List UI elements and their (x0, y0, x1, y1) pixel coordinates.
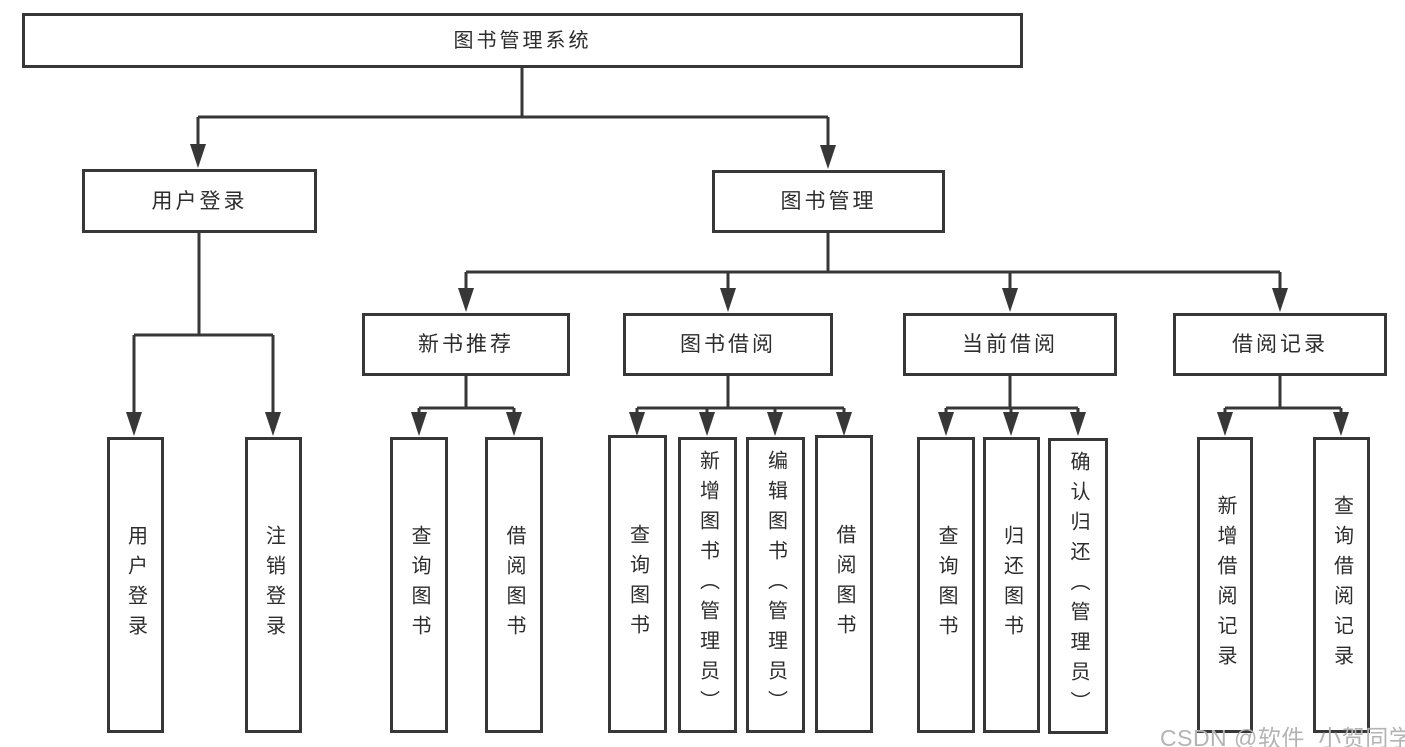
node-borrow-records: 借阅记录 (1173, 313, 1387, 376)
node-root-label: 图书管理系统 (453, 29, 592, 52)
edge-new-book-recommend-to-leaves (417, 376, 516, 414)
edge-current-borrow-to-leaves (944, 376, 1080, 414)
node-current-borrow: 当前借阅 (903, 313, 1117, 376)
leaf-add-borrow-record: 新增借阅记录 (1197, 437, 1253, 733)
leaf-add-books-admin-label: 新增图书（管理员） (696, 450, 719, 720)
leaf-edit-books-admin-label: 编辑图书（管理员） (764, 450, 787, 720)
node-current-borrow-label: 当前借阅 (962, 333, 1058, 356)
node-root: 图书管理系统 (22, 13, 1023, 68)
leaf-confirm-return-admin: 确认归还（管理员） (1048, 438, 1108, 734)
leaf-query-borrow-record: 查询借阅记录 (1313, 437, 1370, 733)
leaf-query-borrow-record-label: 查询借阅记录 (1330, 495, 1353, 675)
node-book-borrow: 图书借阅 (623, 313, 833, 376)
leaf-user-login: 用户登录 (107, 437, 164, 733)
arrowheads (126, 144, 1349, 436)
node-new-book-recommend-label: 新书推荐 (418, 333, 514, 356)
leaf-add-borrow-record-label: 新增借阅记录 (1214, 495, 1236, 675)
csdn-watermark: CSDN @软件_小贺同学 (1160, 725, 1405, 747)
leaf-edit-books-admin: 编辑图书（管理员） (746, 437, 805, 733)
leaf-borrow-query-books-label: 查询图书 (626, 524, 649, 644)
node-user-login: 用户登录 (82, 169, 317, 233)
leaf-recommend-query-books: 查询图书 (390, 437, 448, 733)
leaf-recommend-borrow-books-label: 借阅图书 (503, 525, 525, 645)
edge-root-to-level2 (196, 68, 830, 147)
leaf-return-books: 归还图书 (983, 437, 1040, 733)
leaf-borrow-borrow-books-label: 借阅图书 (833, 524, 855, 644)
leaf-logout: 注销登录 (245, 437, 302, 733)
leaf-recommend-query-books-label: 查询图书 (408, 525, 430, 645)
leaf-logout-label: 注销登录 (262, 525, 285, 645)
node-user-login-label: 用户登录 (151, 189, 248, 213)
edge-book-borrow-to-leaves (635, 376, 846, 414)
edge-book-management-to-level3 (464, 233, 1282, 290)
leaf-current-query-books: 查询图书 (917, 437, 975, 733)
edge-user-login-to-leaves (132, 233, 275, 414)
leaf-borrow-borrow-books: 借阅图书 (815, 435, 873, 733)
node-new-book-recommend: 新书推荐 (362, 313, 570, 376)
edge-borrow-records-to-leaves (1223, 376, 1343, 414)
leaf-confirm-return-admin-label: 确认归还（管理员） (1067, 451, 1089, 721)
leaf-current-query-books-label: 查询图书 (935, 525, 957, 645)
leaf-add-books-admin: 新增图书（管理员） (678, 437, 737, 733)
node-book-borrow-label: 图书借阅 (680, 333, 776, 356)
node-book-management: 图书管理 (712, 170, 945, 233)
leaf-recommend-borrow-books: 借阅图书 (485, 437, 543, 733)
leaf-borrow-query-books: 查询图书 (608, 435, 667, 733)
node-book-management-label: 图书管理 (780, 190, 877, 213)
leaf-return-books-label: 归还图书 (1000, 525, 1023, 645)
node-borrow-records-label: 借阅记录 (1232, 333, 1328, 356)
leaf-user-login-label: 用户登录 (124, 525, 147, 645)
